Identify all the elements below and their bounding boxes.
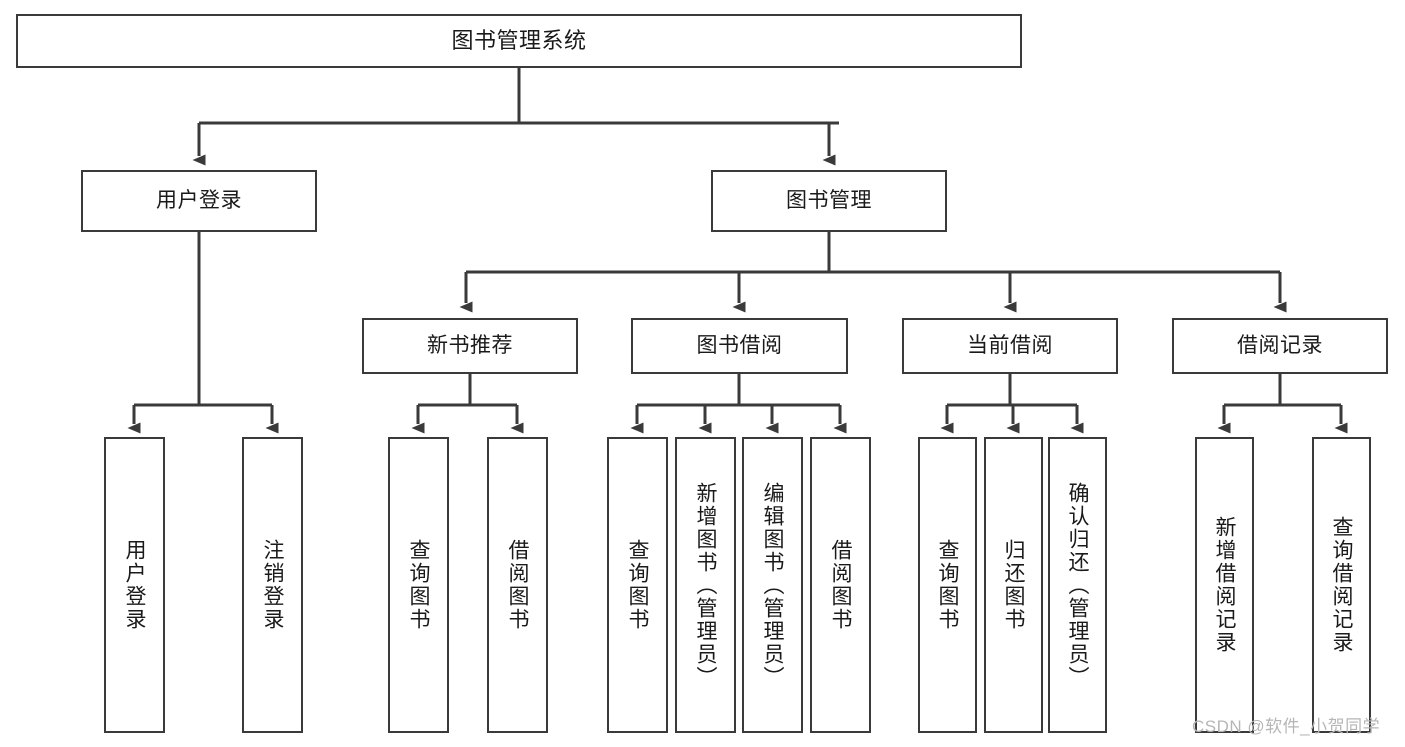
node-new-book-recommend[interactable]: 新书推荐 [362,318,578,374]
edges-new-book [411,374,524,434]
node-borrow-record[interactable]: 借阅记录 [1172,318,1388,374]
node-book-borrow-label: 图书借阅 [696,333,783,357]
node-leaf-query-book[interactable]: 查询图书 [607,437,668,733]
node-leaf-query-book-current-label: 查询图书 [936,539,960,631]
node-book-manage-label: 图书管理 [786,188,872,212]
edges-borrow-record [1217,374,1348,434]
node-leaf-borrow-book-recommend-label: 借阅图书 [506,539,530,631]
edges-user-login [127,232,279,434]
node-leaf-borrow-book[interactable]: 借阅图书 [810,437,871,733]
node-user-login-label: 用户登录 [156,188,242,212]
node-leaf-edit-book-admin[interactable]: 编辑图书（管理员） [742,437,803,733]
edges-root [192,68,839,166]
node-leaf-confirm-return-admin-label: 确认归还（管理员） [1066,481,1090,689]
node-root[interactable]: 图书管理系统 [16,14,1022,68]
node-leaf-query-book-recommend[interactable]: 查询图书 [388,437,449,733]
node-leaf-borrow-book-label: 借阅图书 [829,539,853,631]
node-user-login[interactable]: 用户登录 [81,170,317,232]
edges-book-borrow [630,374,847,434]
node-leaf-return-book-label: 归还图书 [1002,539,1026,631]
node-leaf-confirm-return-admin[interactable]: 确认归还（管理员） [1048,437,1107,733]
node-leaf-add-book-admin[interactable]: 新增图书（管理员） [675,437,736,733]
node-current-borrow[interactable]: 当前借阅 [902,318,1118,374]
node-leaf-query-borrow-record-label: 查询借阅记录 [1330,516,1354,654]
edges-book-manage [459,232,1287,313]
node-leaf-edit-book-admin-label: 编辑图书（管理员） [761,481,785,689]
edges-current-borrow [940,374,1084,434]
node-leaf-add-borrow-record[interactable]: 新增借阅记录 [1195,437,1254,733]
node-leaf-query-book-current[interactable]: 查询图书 [918,437,977,733]
node-leaf-logout[interactable]: 注销登录 [242,437,303,733]
node-leaf-query-borrow-record[interactable]: 查询借阅记录 [1312,437,1371,733]
node-leaf-query-book-label: 查询图书 [626,539,650,631]
node-root-label: 图书管理系统 [451,28,587,54]
node-leaf-add-book-admin-label: 新增图书（管理员） [694,481,718,689]
node-current-borrow-label: 当前借阅 [967,333,1053,357]
node-leaf-user-login-label: 用户登录 [123,539,147,631]
node-book-manage[interactable]: 图书管理 [711,170,947,232]
csdn-watermark: CSDN @软件_小贺同学 [1192,717,1381,736]
node-leaf-borrow-book-recommend[interactable]: 借阅图书 [487,437,548,733]
node-book-borrow[interactable]: 图书借阅 [631,318,848,374]
node-leaf-logout-label: 注销登录 [261,539,285,631]
node-leaf-add-borrow-record-label: 新增借阅记录 [1213,516,1237,654]
node-leaf-return-book[interactable]: 归还图书 [984,437,1043,733]
node-leaf-user-login[interactable]: 用户登录 [104,437,165,733]
node-borrow-record-label: 借阅记录 [1237,333,1323,357]
node-leaf-query-book-recommend-label: 查询图书 [407,539,431,631]
node-new-book-recommend-label: 新书推荐 [427,333,513,357]
